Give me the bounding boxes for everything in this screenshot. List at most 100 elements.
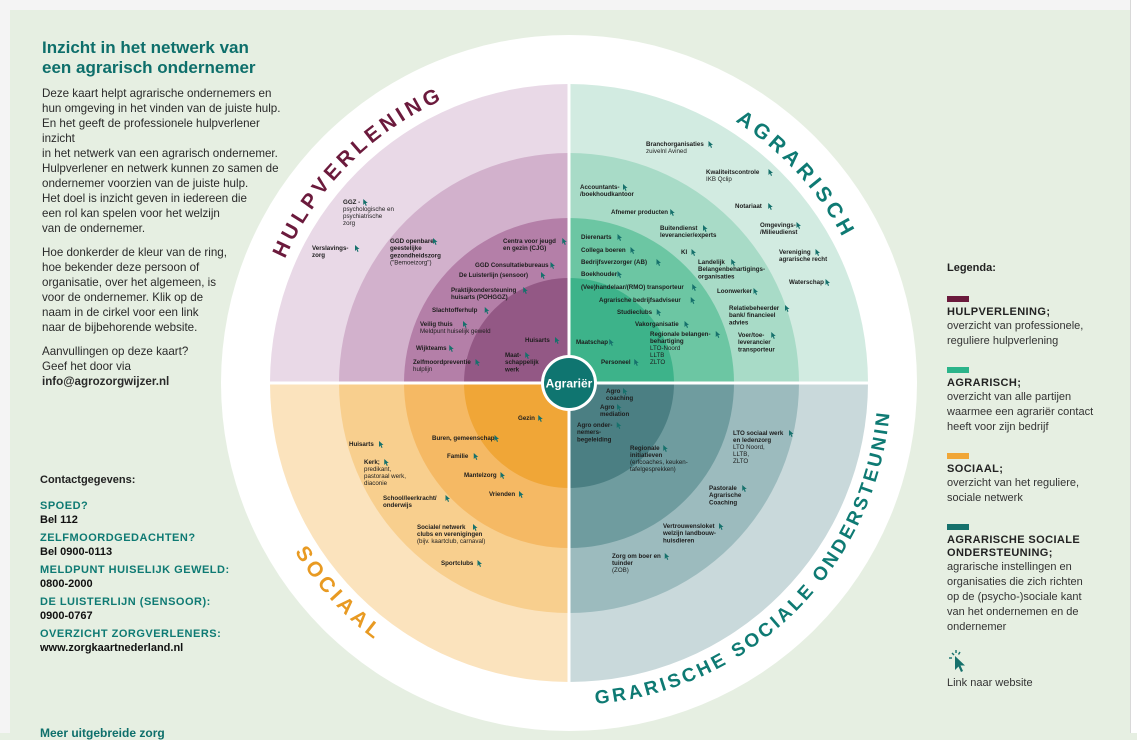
wheel-label[interactable]: Waterschap bbox=[789, 279, 824, 286]
wheel-label[interactable]: Studieclubs bbox=[617, 309, 653, 316]
link-cursor-icon[interactable] bbox=[656, 259, 662, 266]
wheel-label[interactable]: Verslavings-zorg bbox=[312, 245, 348, 259]
wheel-label[interactable]: Collega boeren bbox=[581, 247, 626, 254]
link-cursor-icon[interactable] bbox=[379, 441, 384, 448]
link-cursor-icon[interactable] bbox=[449, 345, 454, 352]
link-cursor-icon[interactable] bbox=[494, 435, 500, 442]
link-cursor-icon[interactable] bbox=[538, 415, 543, 422]
link-cursor-icon[interactable] bbox=[815, 249, 821, 256]
link-cursor-icon[interactable] bbox=[433, 238, 438, 245]
link-cursor-icon[interactable] bbox=[731, 259, 736, 266]
link-cursor-icon[interactable] bbox=[670, 209, 675, 216]
link-cursor-icon[interactable] bbox=[617, 234, 623, 241]
link-cursor-icon[interactable] bbox=[475, 359, 481, 366]
wheel-label[interactable]: Agrarische bedrijfsadviseur bbox=[599, 297, 681, 304]
link-cursor-icon[interactable] bbox=[785, 305, 790, 312]
link-cursor-icon[interactable] bbox=[355, 245, 360, 252]
link-cursor-icon[interactable] bbox=[703, 225, 708, 232]
wheel-label[interactable]: Slachtofferhulp bbox=[432, 307, 478, 314]
wheel-label[interactable]: Huisarts bbox=[525, 337, 550, 344]
link-cursor-icon[interactable] bbox=[617, 404, 622, 411]
wheel-label[interactable]: Wijkteams bbox=[416, 345, 447, 352]
link-cursor-icon[interactable] bbox=[789, 430, 794, 437]
link-cursor-icon[interactable] bbox=[519, 491, 524, 498]
link-cursor-icon[interactable] bbox=[684, 321, 690, 328]
wheel-label[interactable]: (Vee)handelaar/(RMO) transporteur bbox=[581, 284, 684, 291]
link-cursor-icon[interactable] bbox=[719, 523, 724, 530]
link-cursor-icon[interactable] bbox=[634, 359, 639, 366]
wheel-label[interactable]: Boekhouder bbox=[581, 271, 618, 278]
link-cursor-icon[interactable] bbox=[473, 453, 479, 460]
link-cursor-icon[interactable] bbox=[555, 337, 560, 344]
wheel-label[interactable]: Bedrijfsverzorger (AB) bbox=[581, 259, 647, 266]
link-cursor-icon[interactable] bbox=[771, 332, 776, 339]
wheel-label[interactable]: Mantelzorg bbox=[464, 472, 497, 479]
link-cursor-icon[interactable] bbox=[742, 485, 747, 492]
link-cursor-icon[interactable] bbox=[664, 553, 670, 560]
wheel-label[interactable]: Accountants-/boekhoudkantoor bbox=[580, 184, 635, 198]
link-cursor-icon[interactable] bbox=[384, 459, 389, 466]
link-cursor-icon[interactable] bbox=[477, 560, 483, 567]
link-cursor-icon[interactable] bbox=[708, 141, 714, 148]
wheel-label[interactable]: Familie bbox=[447, 453, 469, 460]
wheel-label[interactable]: School/leerkracht/onderwijs bbox=[383, 495, 437, 509]
link-cursor-icon[interactable] bbox=[768, 169, 774, 176]
link-cursor-icon[interactable] bbox=[525, 352, 530, 359]
link-cursor-icon[interactable] bbox=[541, 272, 546, 279]
wheel-label[interactable]: Omgevings-/Milieudienst bbox=[760, 222, 797, 236]
link-cursor-icon[interactable] bbox=[630, 247, 636, 254]
link-cursor-icon[interactable] bbox=[623, 184, 628, 191]
wheel-label[interactable]: Huisarts bbox=[349, 441, 374, 448]
wheel-label[interactable]: Loonwerker bbox=[717, 288, 753, 295]
wheel-label[interactable]: Gezin bbox=[518, 415, 535, 422]
link-cursor-icon[interactable] bbox=[692, 284, 697, 291]
wheel-label[interactable]: Maatschap bbox=[576, 339, 608, 346]
wheel-label[interactable]: Dierenarts bbox=[581, 234, 612, 241]
link-cursor-icon[interactable] bbox=[616, 422, 622, 429]
wheel-label[interactable]: De Luisterlijn (sensoor) bbox=[459, 272, 528, 279]
link-cursor-icon[interactable] bbox=[473, 524, 478, 531]
link-cursor-icon[interactable] bbox=[562, 238, 567, 245]
link-cursor-icon[interactable] bbox=[623, 388, 628, 395]
link-cursor-icon[interactable] bbox=[484, 307, 490, 314]
link-cursor-icon[interactable] bbox=[609, 339, 614, 346]
link-cursor-icon[interactable] bbox=[691, 249, 697, 256]
contact-value[interactable]: www.zorgkaartnederland.nl bbox=[40, 642, 184, 654]
link-cursor-icon[interactable] bbox=[463, 321, 468, 328]
link-cursor-icon[interactable] bbox=[753, 288, 759, 295]
link-cursor-icon[interactable] bbox=[768, 203, 773, 210]
wheel-label[interactable]: GGD Consultatiebureaus bbox=[475, 262, 549, 269]
link-cursor-icon[interactable] bbox=[523, 287, 528, 294]
link-cursor-icon[interactable] bbox=[825, 279, 831, 286]
link-cursor-icon[interactable] bbox=[550, 262, 556, 269]
wheel-label[interactable]: Sportclubs bbox=[441, 560, 474, 567]
link-cursor-icon[interactable] bbox=[796, 222, 802, 229]
wheel-label[interactable]: Vakorganisatie bbox=[635, 321, 679, 328]
link-cursor-icon[interactable] bbox=[445, 495, 451, 502]
email-link[interactable]: info@agrozorgwijzer.nl bbox=[42, 375, 170, 388]
wheel-label[interactable]: Vrienden bbox=[489, 491, 515, 498]
wheel-label[interactable]: KI bbox=[681, 249, 687, 256]
wheel-label[interactable]: Notariaat bbox=[735, 203, 762, 210]
